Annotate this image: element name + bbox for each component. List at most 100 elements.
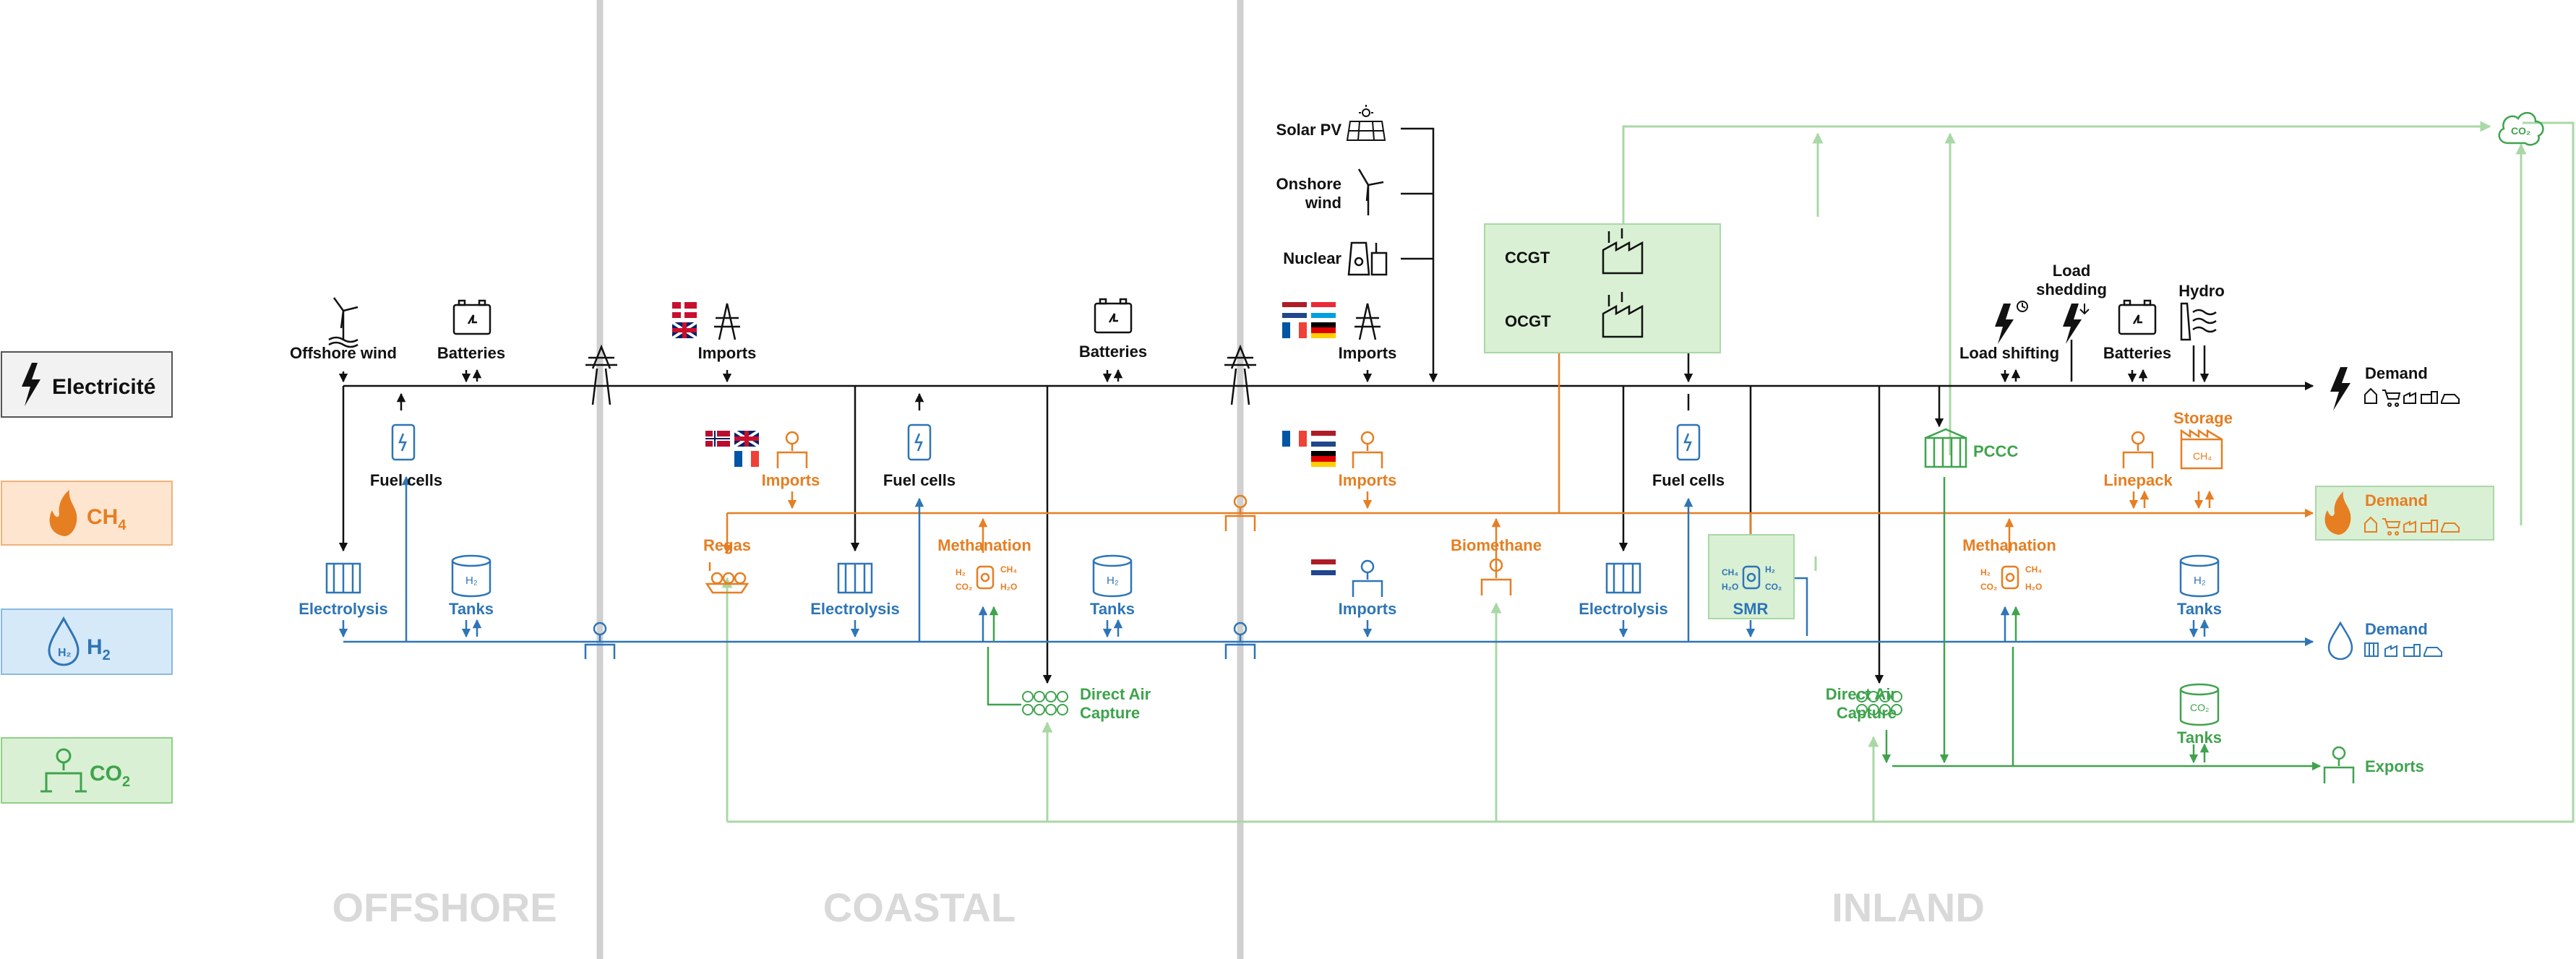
demand-sectors-icon <box>2364 516 2460 536</box>
inland-ocgt-label: OCGT <box>1505 312 1551 330</box>
wind-turbine-icon <box>1357 168 1384 215</box>
battery-icon <box>452 299 491 335</box>
inland-fuel-cells-label: Fuel cells <box>1652 471 1725 489</box>
offshore-fuel-cells-label: Fuel cells <box>370 471 442 489</box>
inland-linepack-node: Linepack <box>2103 431 2173 489</box>
inland-demand-ch4-label: Demand <box>2365 491 2428 509</box>
h2-tank-icon: H₂ <box>451 554 491 598</box>
legend-h2-box <box>1 608 173 675</box>
demand-sectors-icon <box>2364 642 2442 657</box>
inland-hydro-label: Hydro <box>2178 282 2225 300</box>
inland-exports-label: Exports <box>2365 757 2424 775</box>
coastal-methanation-label: Methanation <box>937 536 1031 554</box>
zone-label-offshore: OFFSHORE <box>332 885 557 930</box>
coastal-fuel-cells-label: Fuel cells <box>883 471 956 489</box>
offshore-wind-label: Offshore wind <box>290 344 397 362</box>
inland-fuel-cells-node: Fuel cells <box>1652 423 1725 489</box>
flame-icon <box>49 490 77 536</box>
svg-text:H₂: H₂ <box>465 575 478 587</box>
h2-valve-icon <box>584 622 616 659</box>
coastal-batteries-node: Batteries <box>1079 298 1147 361</box>
inland-demand-h2-label: Demand <box>2365 620 2428 638</box>
gas-valve-icon <box>1224 494 1256 531</box>
zone-label-inland: INLAND <box>1832 885 1985 930</box>
nuclear-plant-icon <box>1347 241 1388 276</box>
inland-load-shifting-node: Load shifting <box>1959 301 2059 362</box>
inland-demand-elec-label: Demand <box>2365 364 2428 382</box>
fuel-cell-icon <box>907 423 932 461</box>
flag-uk-icon <box>671 321 698 340</box>
h2-tank-icon: H₂ <box>2179 554 2220 598</box>
inland-batteries-node: Batteries <box>2103 299 2171 362</box>
inland-imports-gas-label: Imports <box>1339 471 1397 489</box>
droplet-icon <box>48 616 80 666</box>
inland-hydro-node: Hydro <box>2178 282 2225 341</box>
inland-imports-elec-node: Imports <box>1282 302 1396 362</box>
inland-load-shifting-label: Load shifting <box>1959 344 2059 362</box>
inland-methanation-node: Methanation H₂ CO₂ CH₄ H₂O <box>1962 536 2056 592</box>
ch4-storage-icon: CH₄ <box>2180 429 2223 470</box>
svg-text:CH₄: CH₄ <box>1000 564 1017 575</box>
inland-storage-ch4-node: Storage CH₄ <box>2173 409 2233 470</box>
coastal-dac-node: Direct Air Capture <box>1022 685 1151 722</box>
smr-box <box>1708 534 1795 619</box>
inland-dac-node: Direct Air Capture <box>1826 685 1902 722</box>
gas-valve-icon <box>1480 558 1512 595</box>
svg-text:CO₂: CO₂ <box>2190 702 2209 713</box>
svg-text:H₂: H₂ <box>1107 575 1119 587</box>
fuel-cell-icon <box>391 423 416 461</box>
inland-electrolysis-node: Electrolysis <box>1579 562 1668 618</box>
fuel-cell-icon <box>1676 423 1701 461</box>
coastal-electrolysis-label: Electrolysis <box>810 600 900 618</box>
methanation-reactor-icon <box>2001 565 2019 590</box>
direct-air-capture-icon <box>1022 691 1068 715</box>
legend-co2-label: CO2 <box>90 762 130 790</box>
wind-turbine-icon <box>328 297 359 348</box>
coastal-imports-elec-node: Imports <box>671 302 757 362</box>
lightning-icon <box>22 363 40 406</box>
flag-france-icon <box>1282 322 1307 338</box>
flag-denmark-icon <box>672 302 697 318</box>
co2-atmosphere-node: CO₂ <box>2498 112 2544 146</box>
inland-load-shedding-label-2: shedding <box>2036 280 2107 298</box>
coastal-fuel-cells-node: Fuel cells <box>883 423 956 489</box>
inland-biomethane-label: Biomethane <box>1451 536 1542 554</box>
h2-tank-icon: H₂ <box>1092 554 1133 598</box>
inland-dac-label: Direct Air <box>1826 685 1897 703</box>
inland-gas-turbines-group: CCGT OCGT <box>1484 223 1721 353</box>
power-plant-icon <box>1602 228 1644 275</box>
svg-text:H₂: H₂ <box>1980 567 1991 577</box>
inland-imports-elec-label: Imports <box>1339 344 1397 362</box>
offshore-wind-node: Offshore wind <box>290 297 397 362</box>
offshore-batteries-label: Batteries <box>437 344 505 362</box>
lightning-icon <box>2063 304 2082 344</box>
inland-pccc-node: PCCC <box>1924 428 2018 468</box>
gas-valve-icon <box>776 431 808 468</box>
flag-germany-icon <box>1311 322 1336 338</box>
battery-icon <box>1094 298 1133 334</box>
inland-onshore-label: Onshore <box>1276 175 1341 193</box>
coastal-imports-gas-label: Imports <box>762 471 820 489</box>
co2-valve-icon <box>2323 746 2355 783</box>
flag-germany-icon <box>1311 451 1336 467</box>
electricity-network <box>338 127 2314 684</box>
coastal-imports-elec-label: Imports <box>698 344 757 362</box>
smr-reactor-icon <box>1742 565 1761 590</box>
legend-ch4-label: CH4 <box>87 505 126 533</box>
inland-imports-gas-node: Imports <box>1282 431 1396 489</box>
hydro-dam-icon <box>2180 302 2217 341</box>
pipe-valve-icon <box>40 748 87 793</box>
co2-tank-icon: CO₂ <box>2179 683 2220 726</box>
inland-biomethane-node: Biomethane <box>1451 536 1542 595</box>
h2-valve-icon <box>1352 559 1383 597</box>
inland-load-shedding-label: Load <box>2053 262 2091 280</box>
inland-demand-ch4-node: Demand <box>2315 486 2494 541</box>
lng-ship-icon <box>705 562 750 594</box>
co2-loop-line <box>727 121 2575 823</box>
co2-capture-network <box>721 121 2575 823</box>
flag-netherlands-icon <box>1282 302 1307 318</box>
inland-methanation-label: Methanation <box>1962 536 2056 554</box>
flag-norway-icon <box>705 431 730 447</box>
